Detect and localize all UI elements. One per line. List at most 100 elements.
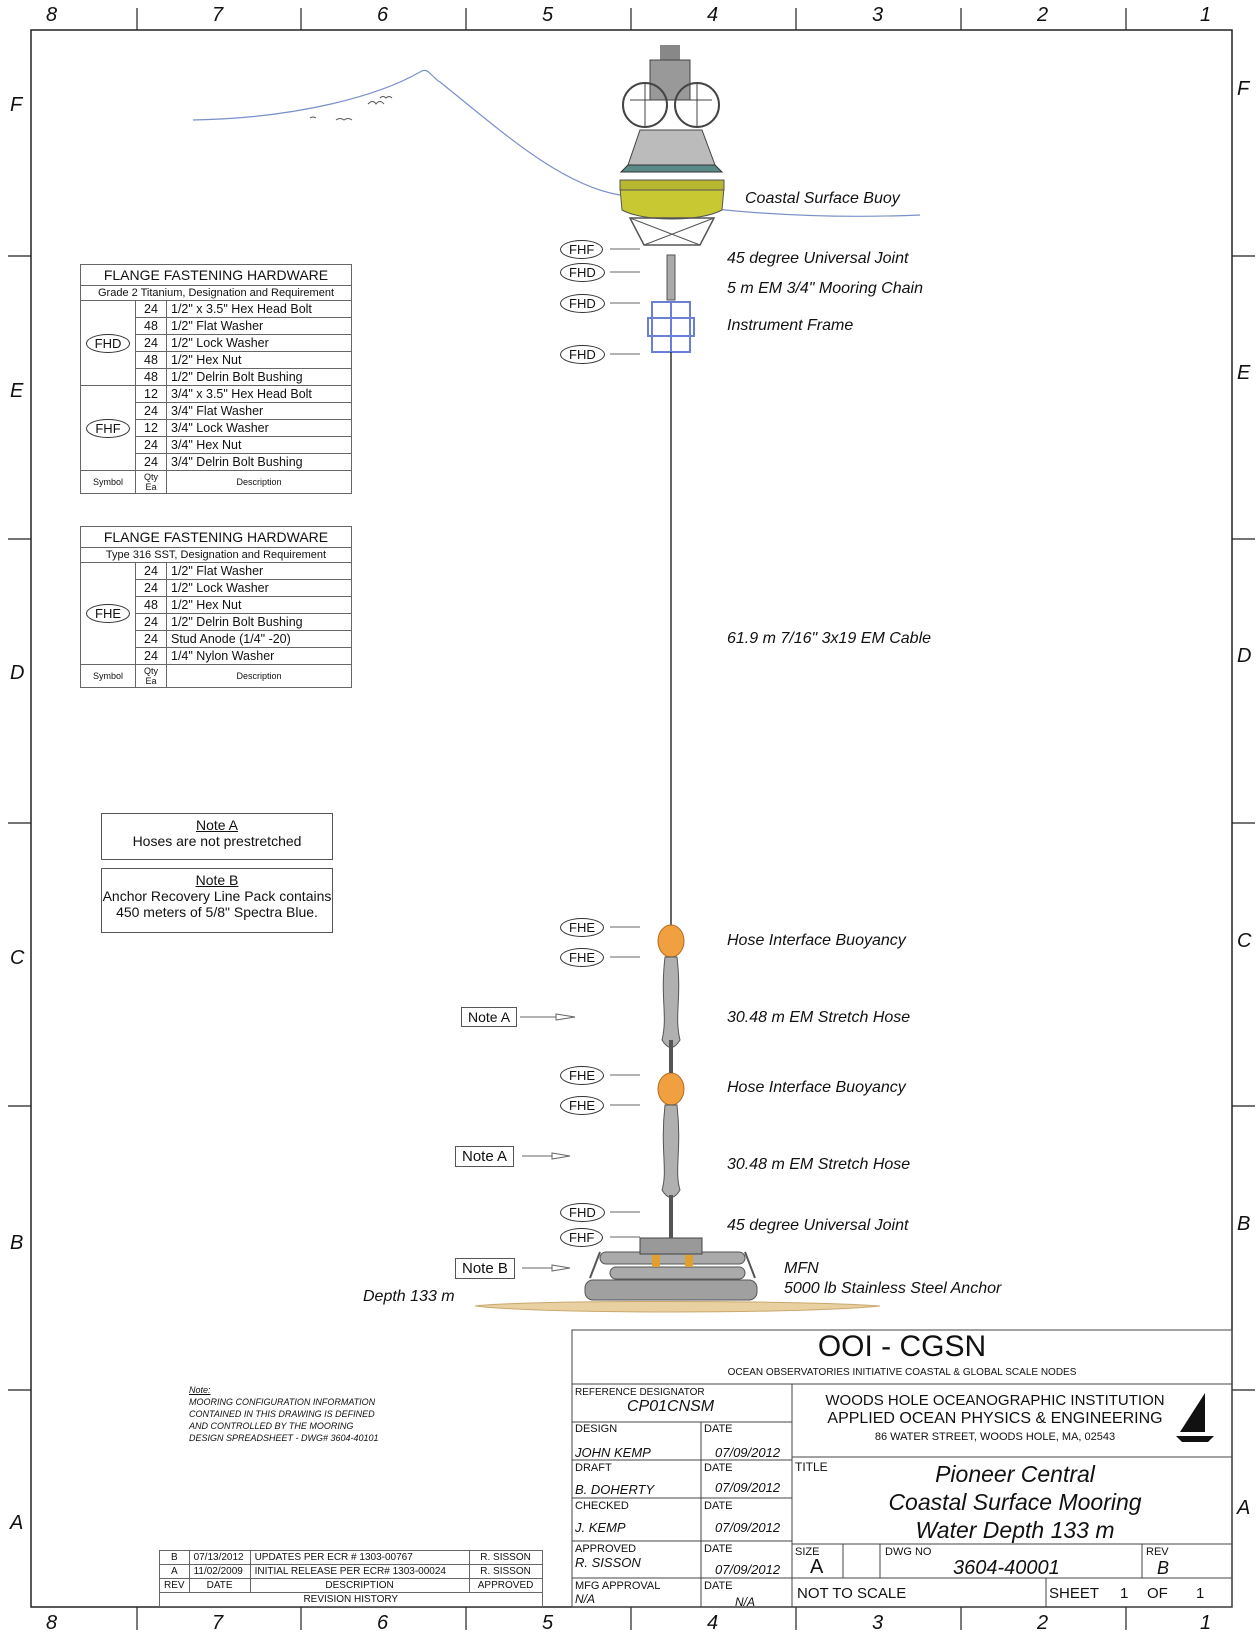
general-note-line: AND CONTROLLED BY THE MOORING — [189, 1421, 354, 1431]
zone-row-b: B — [10, 1232, 24, 1254]
note-b-line2: 450 meters of 5/8" Spectra Blue. — [116, 904, 318, 920]
buoy-hull — [619, 187, 725, 220]
mfg-approval-date: N/A — [735, 1595, 756, 1609]
note-b-box: Note B Anchor Recovery Line Pack contain… — [101, 868, 333, 933]
surface-buoy-tower — [619, 45, 724, 173]
label-stretch-hose-2: 30.48 m EM Stretch Hose — [727, 1156, 911, 1173]
scale-text: NOT TO SCALE — [797, 1585, 907, 1602]
checked-label: CHECKED — [575, 1500, 629, 1512]
org-subtitle: OCEAN OBSERVATORIES INITIATIVE COASTAL &… — [727, 1367, 1077, 1378]
bird-icon — [335, 118, 353, 121]
note-a-title: Note A — [195, 817, 239, 833]
mfg-approval-label: MFG APPROVAL — [575, 1580, 661, 1592]
revision-history: B 07/13/2012 UPDATES PER ECR # 1303-0076… — [159, 1550, 543, 1607]
revision-caption: REVISION HISTORY — [159, 1592, 543, 1607]
date-label: DATE — [704, 1423, 733, 1435]
header-symbol: Symbol — [80, 664, 136, 688]
note-a-text: Hoses are not prestretched — [132, 833, 302, 849]
zone-col-5-bottom: 5 — [542, 1612, 554, 1634]
design-label: DESIGN — [575, 1423, 618, 1435]
institution-address: 86 WATER STREET, WOODS HOLE, MA, 02543 — [874, 1431, 1116, 1443]
qty-cell: 48 — [135, 368, 167, 386]
desc-cell: 1/2" Hex Nut — [166, 596, 352, 614]
label-stretch-hose-1: 30.48 m EM Stretch Hose — [727, 1009, 911, 1026]
zone-row-a-right: A — [1237, 1497, 1251, 1519]
zone-col-4: 4 — [707, 4, 719, 26]
date-label: DATE — [704, 1543, 733, 1555]
zone-col-8-bottom: 8 — [46, 1612, 58, 1634]
general-note-line: CONTAINED IN THIS DRAWING IS DEFINED — [189, 1409, 375, 1419]
institution-name: WOODS HOLE OCEANOGRAPHIC INSTITUTION — [825, 1392, 1165, 1409]
callout-note-a: Note A — [461, 1007, 518, 1027]
size-value: A — [810, 1556, 824, 1578]
header-desc: Description — [166, 470, 352, 494]
general-note-title: Note: — [189, 1385, 211, 1395]
zone-row-d: D — [10, 662, 25, 684]
hardware-table-sst: FLANGE FASTENING HARDWARE Type 316 SST, … — [80, 526, 352, 688]
symbol-fhe: FHE — [86, 604, 130, 623]
ref-designator-value: CP01CNSM — [627, 1398, 715, 1415]
zone-row-e: E — [10, 380, 24, 402]
zone-col-2-bottom: 2 — [1037, 1612, 1049, 1634]
org-title: OOI - CGSN — [817, 1330, 987, 1363]
zone-col-6: 6 — [377, 4, 389, 26]
note-b-line1: Anchor Recovery Line Pack contains — [102, 888, 332, 904]
zone-row-c: C — [10, 947, 25, 969]
qty-cell: 24 — [135, 402, 167, 420]
qty-cell: 24 — [135, 613, 167, 631]
sea-surface-line — [192, 69, 921, 217]
department-name: APPLIED OCEAN PHYSICS & ENGINEERING — [827, 1410, 1163, 1427]
general-note-line: DESIGN SPREADSHEET - DWG# 3604-40101 — [189, 1433, 379, 1443]
callout-fhe: FHE — [560, 918, 604, 937]
checked-date: 07/09/2012 — [715, 1520, 781, 1535]
desc-cell: 1/2" Lock Washer — [166, 334, 352, 352]
drawing-title-line3: Water Depth 133 m — [915, 1517, 1115, 1543]
of-value: 1 — [1196, 1585, 1205, 1602]
draft-label: DRAFT — [575, 1462, 612, 1474]
label-em-cable: 61.9 m 7/16" 3x19 EM Cable — [727, 630, 932, 647]
size-label: SIZE — [795, 1546, 820, 1558]
drawing-title-line1: Pioneer Central — [935, 1461, 1095, 1487]
label-ujoint-bottom: 45 degree Universal Joint — [727, 1217, 909, 1234]
zone-col-6-bottom: 6 — [377, 1612, 389, 1634]
header-qty: Qty Ea — [135, 664, 167, 688]
zone-row-c-right: C — [1237, 930, 1252, 952]
bird-icon — [309, 116, 317, 119]
zone-row-a: A — [10, 1512, 24, 1534]
callout-fhd: FHD — [560, 263, 605, 282]
label-depth: Depth 133 m — [363, 1288, 455, 1305]
zone-row-e-right: E — [1237, 362, 1251, 384]
callout-fhf: FHF — [560, 240, 604, 259]
sheet-label: SHEET — [1049, 1585, 1100, 1602]
zone-col-7-bottom: 7 — [212, 1612, 224, 1634]
general-note: Note: MOORING CONFIGURATION INFORMATION … — [189, 1384, 379, 1444]
date-label: DATE — [704, 1500, 733, 1512]
qty-cell: 12 — [135, 385, 167, 403]
callout-fhe: FHE — [560, 1096, 604, 1115]
mfg-approval-name: N/A — [575, 1592, 596, 1606]
desc-cell: 1/2" Hex Nut — [166, 351, 352, 369]
table-row: B 07/13/2012 UPDATES PER ECR # 1303-0076… — [159, 1550, 543, 1565]
rev-value: B — [1157, 1558, 1170, 1578]
symbol-fhd: FHD — [85, 333, 131, 353]
design-date: 07/09/2012 — [715, 1445, 781, 1460]
zone-col-7: 7 — [212, 4, 224, 26]
zone-col-5: 5 — [542, 4, 554, 26]
callout-fhd: FHD — [560, 1203, 605, 1222]
date-label: DATE — [704, 1462, 733, 1474]
label-surface-buoy: Coastal Surface Buoy — [745, 190, 900, 207]
table-title: FLANGE FASTENING HARDWARE — [80, 526, 352, 548]
callout-fhd: FHD — [560, 294, 605, 313]
note-b-title: Note B — [195, 872, 239, 888]
table-subtitle: Grade 2 Titanium, Designation and Requir… — [80, 285, 352, 301]
title-label: TITLE — [795, 1460, 828, 1474]
date-label: DATE — [704, 1580, 733, 1592]
of-label: OF — [1147, 1585, 1168, 1602]
desc-cell: 1/2" Lock Washer — [166, 579, 352, 597]
dwg-no-label: DWG NO — [885, 1546, 932, 1558]
